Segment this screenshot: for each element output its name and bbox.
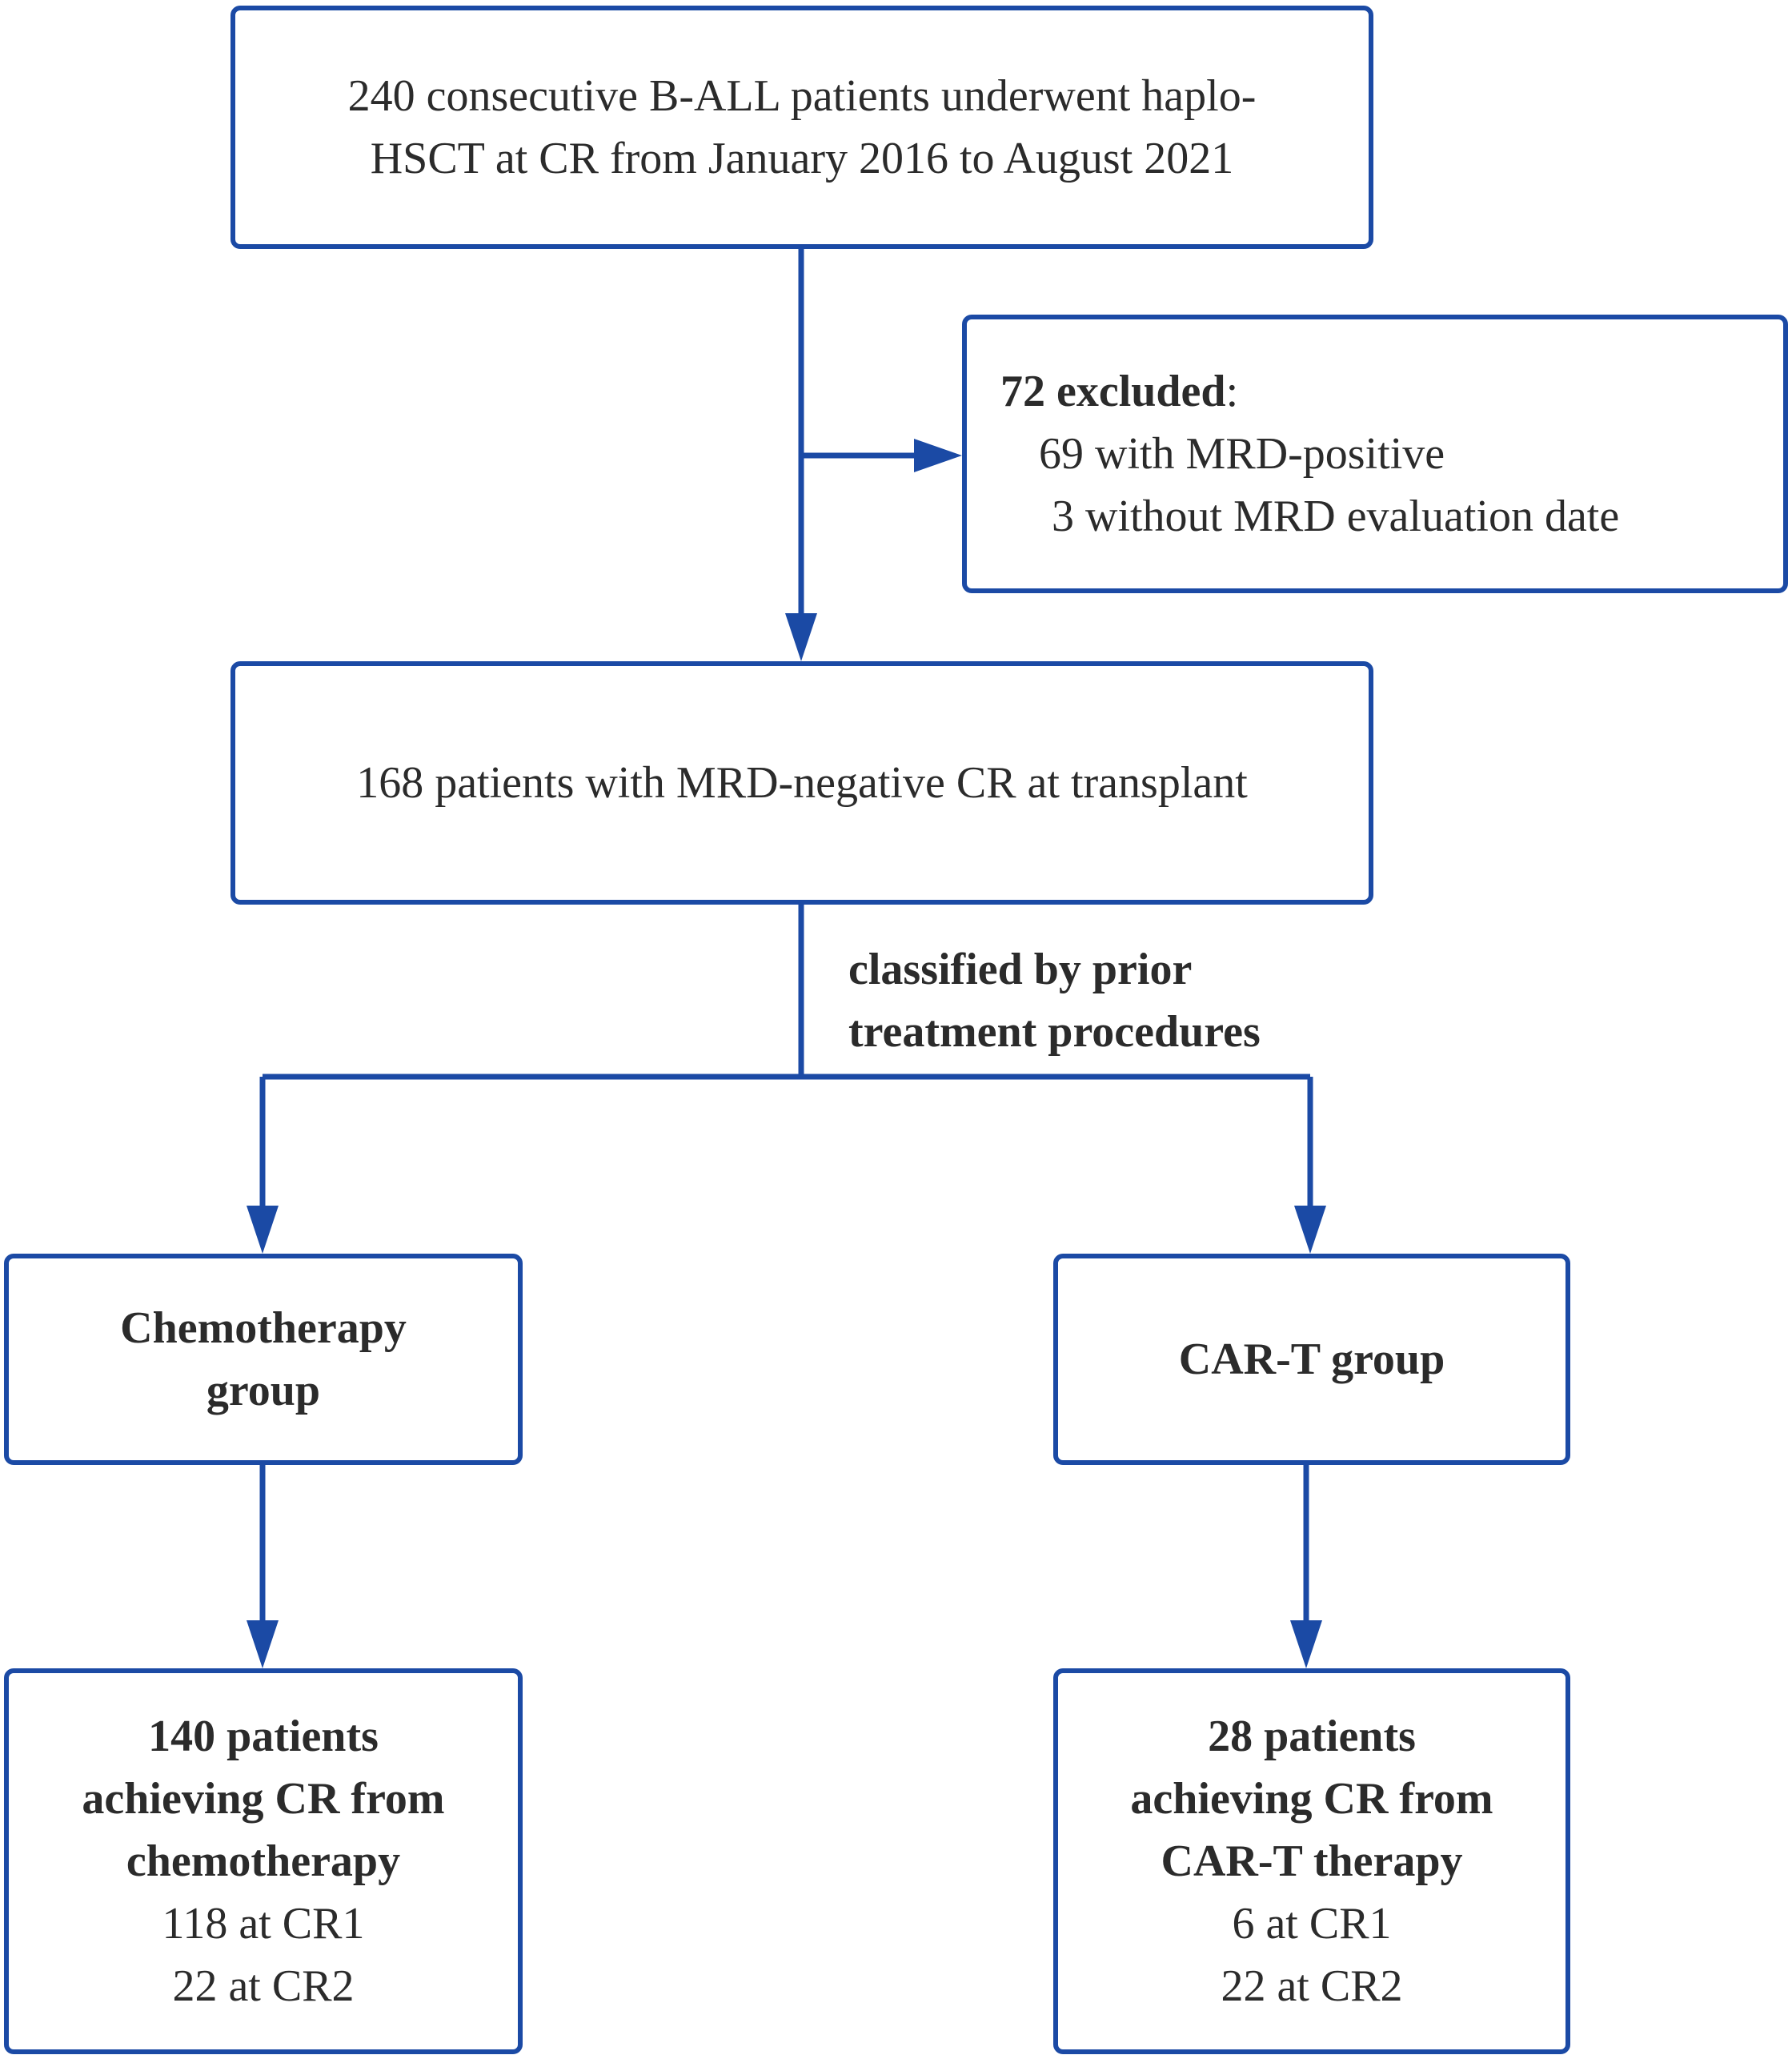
cart-result-line-1: 28 patients (1208, 1712, 1416, 1761)
chemo-result-cr1: 118 at CR1 (162, 1899, 365, 1949)
excluded-reason-no-evaluation: 3 without MRD evaluation date (1052, 492, 1620, 541)
classification-label: classified by prior treatment procedures (848, 938, 1261, 1063)
chemotherapy-result-box: 140 patients achieving CR from chemother… (4, 1668, 523, 2054)
cart-result-cr2: 22 at CR2 (1221, 1961, 1403, 2011)
excluded-patients-box: 72 excluded: 69 with MRD-positive 3 with… (962, 315, 1788, 593)
chemo-result-line-3: chemotherapy (126, 1836, 401, 1886)
arrowhead-to-chemo-group (247, 1206, 279, 1254)
enrolled-line-2: HSCT at CR from January 2016 to August 2… (370, 134, 1234, 183)
arrowhead-to-negative (785, 613, 817, 661)
classification-label-line-2: treatment procedures (848, 1007, 1261, 1057)
enrolled-line-1: 240 consecutive B-ALL patients underwent… (347, 71, 1257, 121)
cart-result-cr1: 6 at CR1 (1232, 1899, 1392, 1949)
excluded-reason-mrd-positive: 69 with MRD-positive (1039, 429, 1445, 479)
excluded-count: 72 excluded (1000, 367, 1226, 416)
arrowhead-to-chemo-result (247, 1620, 279, 1668)
arrowhead-to-cart-result (1290, 1620, 1322, 1668)
cart-result-line-2: achieving CR from (1130, 1774, 1493, 1824)
chemo-result-line-2: achieving CR from (82, 1774, 445, 1824)
excluded-heading: 72 excluded: (1000, 360, 1238, 423)
arrowhead-to-excluded (914, 439, 962, 472)
chemo-group-line-1: Chemotherapy (120, 1303, 407, 1353)
cart-result-line-3: CAR-T therapy (1161, 1836, 1463, 1886)
excluded-heading-colon: : (1225, 367, 1239, 416)
enrolled-patients-box: 240 consecutive B-ALL patients underwent… (231, 6, 1373, 249)
car-t-result-box: 28 patients achieving CR from CAR-T ther… (1053, 1668, 1570, 2054)
chemotherapy-group-box: Chemotherapy group (4, 1254, 523, 1465)
chemo-result-cr2: 22 at CR2 (172, 1961, 355, 2011)
mrd-negative-text: 168 patients with MRD-negative CR at tra… (356, 758, 1248, 808)
classification-label-line-1: classified by prior (848, 945, 1193, 994)
arrowhead-to-cart-group (1294, 1206, 1326, 1254)
car-t-group-box: CAR-T group (1053, 1254, 1570, 1465)
mrd-negative-box: 168 patients with MRD-negative CR at tra… (231, 661, 1373, 905)
cart-group-label: CAR-T group (1178, 1335, 1445, 1384)
chemo-result-line-1: 140 patients (148, 1712, 379, 1761)
chemo-group-line-2: group (206, 1366, 321, 1415)
